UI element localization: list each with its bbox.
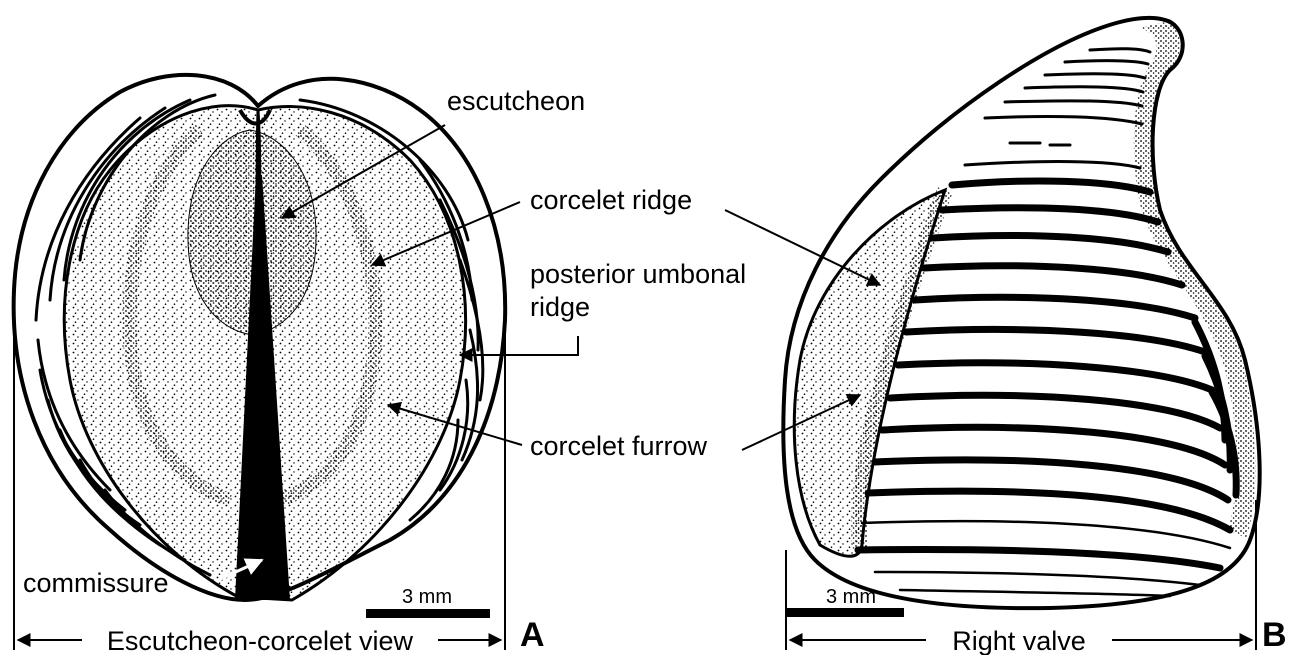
view-title-a: Escutcheon-corcelet view xyxy=(107,626,414,655)
label-escutcheon: escutcheon xyxy=(447,86,585,116)
scale-bar-b xyxy=(787,608,904,617)
scale-bar-a-label: 3 mm xyxy=(402,586,452,608)
label-corcelet-furrow: corcelet furrow xyxy=(530,431,708,461)
view-title-b: Right valve xyxy=(952,626,1086,655)
label-corcelet-ridge: corcelet ridge xyxy=(530,185,692,215)
panel-b: 3 mm Right valve B xyxy=(725,18,1287,655)
leader-corcelet-ridge-b xyxy=(725,210,880,285)
label-commissure: commissure xyxy=(23,568,169,598)
panel-letter-a: A xyxy=(520,616,545,654)
scale-bar-a xyxy=(366,609,490,618)
shell-b-growth-ribs xyxy=(858,49,1236,596)
panel-a: escutcheon corcelet ridge posterior umbo… xyxy=(14,75,746,655)
label-posterior-umbonal-ridge-line2: ridge xyxy=(530,292,590,322)
scale-bar-b-label: 3 mm xyxy=(826,586,876,608)
label-posterior-umbonal-ridge-line1: posterior umbonal xyxy=(530,259,746,289)
panel-letter-b: B xyxy=(1262,616,1287,654)
